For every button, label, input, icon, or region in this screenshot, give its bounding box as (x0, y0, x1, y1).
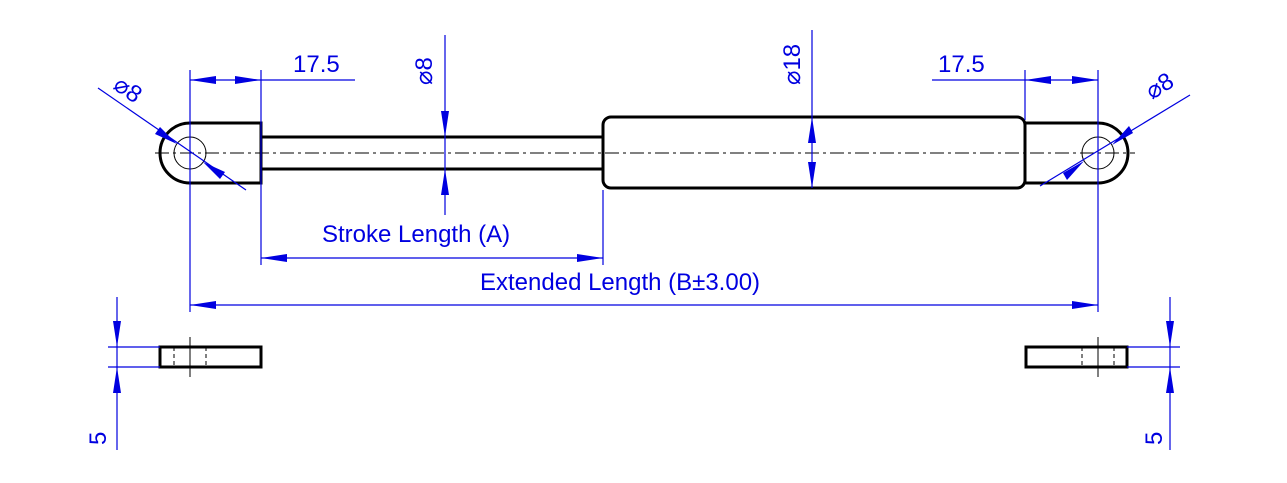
piston-rod (261, 135, 603, 171)
right-thickness-label: 5 (1141, 432, 1168, 445)
left-hole-diameter-label: ⌀8 (109, 71, 147, 109)
left-end-fitting (158, 121, 263, 185)
body-diameter-label: ⌀18 (779, 44, 806, 85)
right-end-fitting (1023, 121, 1130, 185)
left-eye-offset-label: 17.5 (293, 51, 340, 78)
right-hole-diameter-label: ⌀8 (1141, 67, 1179, 105)
extended-length-label: Extended Length (B±3.00) (480, 269, 760, 296)
right-plate-side-view (1024, 337, 1129, 377)
left-plate-side-view (158, 337, 263, 377)
rod-diameter-label: ⌀8 (411, 57, 438, 85)
right-eye-offset-label: 17.5 (938, 51, 985, 78)
left-thickness-label: 5 (85, 432, 112, 445)
stroke-length-label: Stroke Length (A) (322, 221, 510, 248)
dimension-arrows (113, 76, 1174, 393)
